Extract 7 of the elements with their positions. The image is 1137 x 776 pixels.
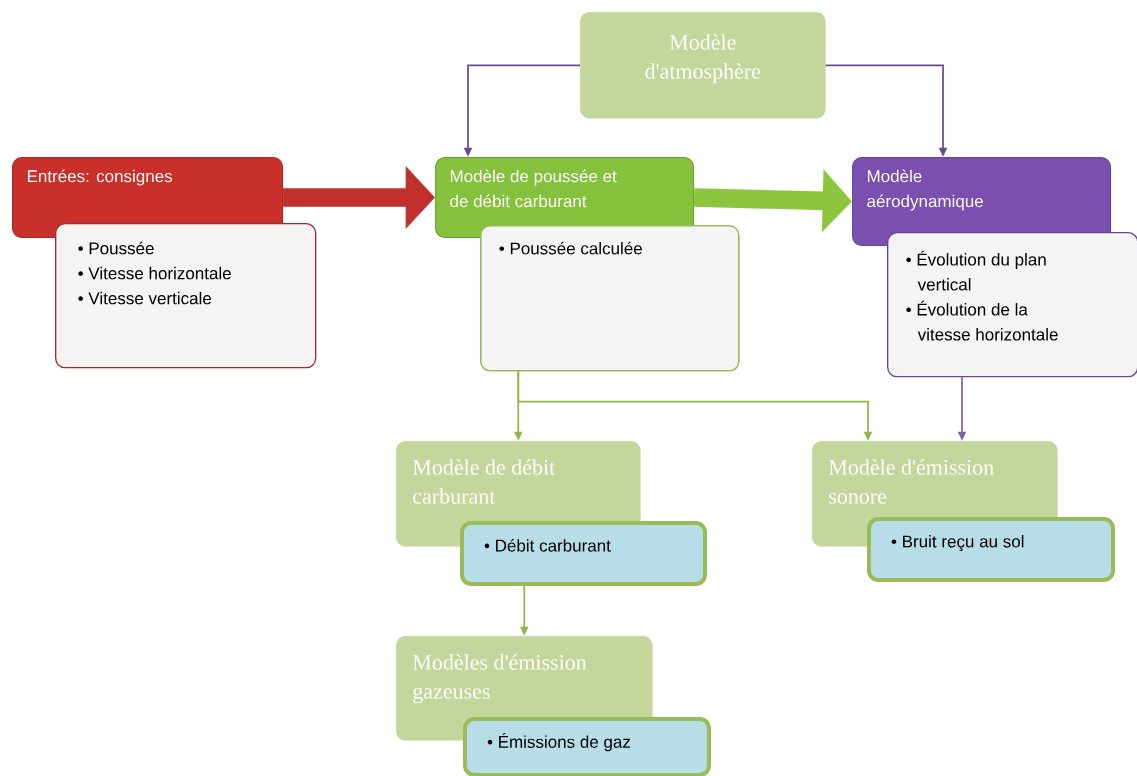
output-box: • Émissions de gaz — [463, 717, 711, 776]
list-box: • Poussée calculée — [480, 225, 740, 372]
model-box: Modèle d'atmosphère — [580, 12, 826, 119]
list-box: • Évolution du plan vertical • Évolution de la vitesse horizontale — [887, 232, 1137, 378]
output-box: • Débit carburant — [460, 521, 707, 586]
list-box: • Poussée • Vitesse horizontale • Vitesse verticale — [55, 223, 317, 369]
output-box: • Bruit reçu au sol — [867, 517, 1115, 582]
